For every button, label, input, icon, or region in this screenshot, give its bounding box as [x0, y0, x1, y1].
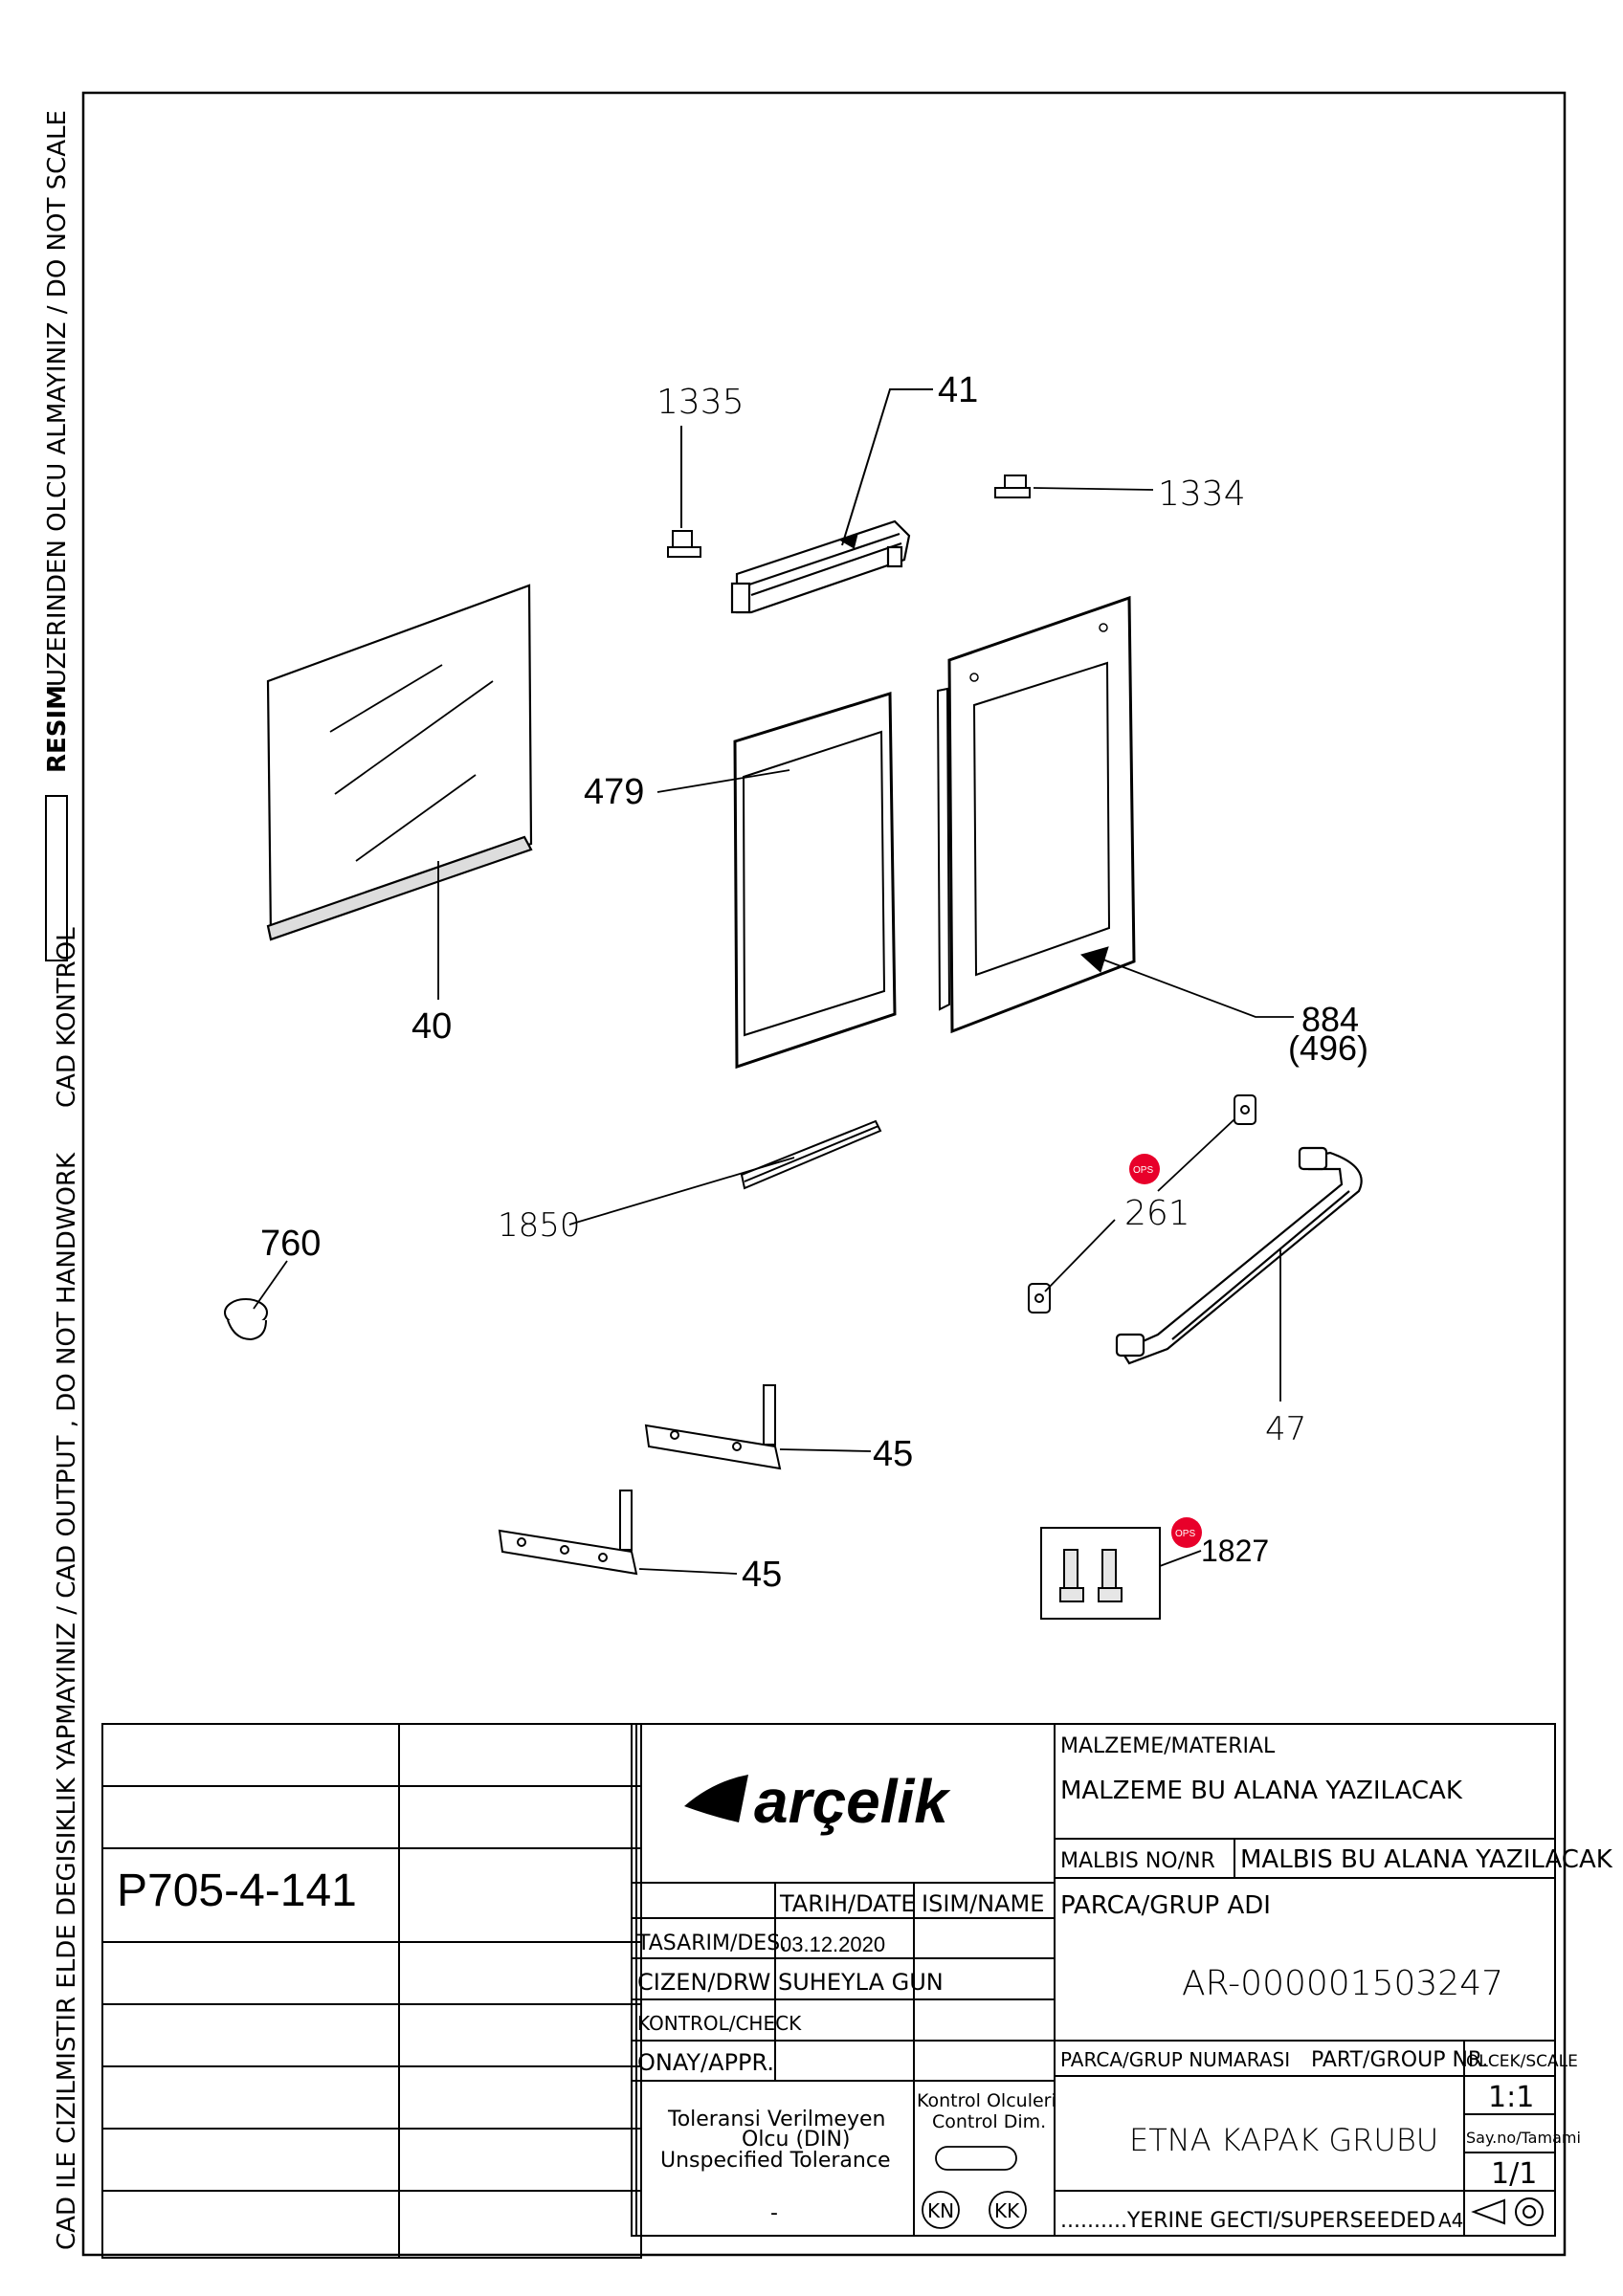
- ops-badge-261: [1129, 1154, 1160, 1184]
- superseded-label: ..........YERINE GECTI/SUPERSEEDED: [1060, 2209, 1435, 2233]
- scale-value: 1:1: [1488, 2081, 1534, 2114]
- cad-kontrol-box: [45, 795, 68, 961]
- leader-1827: [1159, 1550, 1202, 1567]
- check-label: KONTROL/CHECK: [637, 2012, 802, 2035]
- callout-1334: 1334: [1158, 475, 1246, 514]
- cad-output-note: CAD ILE CIZILMISTIR ELDE DEGISIKLIK YAPM…: [53, 1152, 81, 2250]
- callout-1827: 1827: [1201, 1534, 1269, 1568]
- des-date: 03.12.2020: [780, 1932, 885, 1956]
- sheet-value: 1/1: [1491, 2157, 1537, 2191]
- logo-text: arçelik: [754, 1767, 951, 1836]
- leader-884: [1100, 958, 1294, 1018]
- callout-760: 760: [260, 1224, 321, 1264]
- part-1335-clip: [667, 426, 701, 558]
- callout-884: 884: [1301, 1000, 1359, 1039]
- resim-bold-label: RESIM: [43, 685, 72, 773]
- drw-name: SUHEYLA GUN: [778, 1969, 944, 1996]
- part-41-top-trim: [730, 519, 911, 614]
- tolerance-value: -: [770, 2201, 778, 2225]
- callout-496: (496): [1288, 1028, 1368, 1068]
- kk-label: KK: [994, 2199, 1020, 2222]
- title-block-grid: [631, 1723, 1556, 2237]
- leader-760: [253, 1260, 288, 1310]
- callout-479: 479: [584, 772, 644, 812]
- ops-badge-1827-label: OPS: [1175, 1529, 1195, 1539]
- part-1827-screw-pack: [1040, 1527, 1161, 1620]
- part-47-handle: [1115, 1146, 1363, 1365]
- material-label: MALZEME/MATERIAL: [1060, 1734, 1276, 1758]
- part-760-bumper: [224, 1298, 268, 1341]
- appr-label: ONAY/APPR.: [637, 2049, 774, 2076]
- paper-size: A4: [1438, 2209, 1463, 2232]
- part-479-middle-glass: [733, 691, 897, 1070]
- drawing-border: [81, 91, 1567, 2257]
- leader-261-upper: [1157, 1118, 1235, 1192]
- ops-badge-261-label: OPS: [1133, 1165, 1153, 1176]
- malbis-value: MALBIS BU ALANA YAZILACAK: [1240, 1845, 1613, 1874]
- do-not-scale-note: UZERINDEN OLCU ALMAYINIZ / DO NOT SCALE: [43, 110, 72, 687]
- part-1334-bracket: [994, 475, 1031, 498]
- control-line-1: Kontrol Olculeri: [917, 2090, 1056, 2111]
- scale-label: OLCEK/SCALE: [1466, 2052, 1578, 2071]
- part-1850-strip: [740, 1119, 882, 1190]
- sheet-label: Say.no/Tamami: [1466, 2129, 1581, 2147]
- leader-1850: [568, 1157, 795, 1225]
- drawing-code: P705-4-141: [117, 1866, 357, 1916]
- leader-45-upper: [779, 1448, 872, 1452]
- control-dim-oval-icon: [935, 2146, 1017, 2171]
- malbis-label: MALBIS NO/NR: [1060, 1849, 1215, 1873]
- leader-45-lower: [638, 1568, 738, 1575]
- callout-47: 47: [1265, 1410, 1306, 1448]
- leader-41: [841, 388, 933, 546]
- kn-circle-icon: [922, 2191, 960, 2229]
- part-40-outer-glass: [266, 584, 533, 941]
- control-line-2: Control Dim.: [932, 2111, 1046, 2132]
- callout-1335: 1335: [656, 383, 745, 422]
- date-header: TARIH/DATE: [779, 1890, 916, 1917]
- name-header: ISIM/NAME: [922, 1890, 1044, 1917]
- projection-symbol-icon: [1471, 2197, 1544, 2226]
- tolerance-line-3: Unspecified Tolerance: [660, 2149, 890, 2173]
- part-45-hinge-upper: [644, 1384, 782, 1470]
- material-value: MALZEME BU ALANA YAZILACAK: [1060, 1777, 1463, 1805]
- drw-label: CIZEN/DRW: [637, 1969, 770, 1996]
- callout-1850: 1850: [498, 1206, 581, 1245]
- leader-479: [656, 769, 790, 793]
- callout-45-upper: 45: [873, 1434, 913, 1474]
- part-number-value: ETNA KAPAK GRUBU: [1129, 2122, 1438, 2158]
- part-number-label-en: PART/GROUP NR.: [1311, 2048, 1488, 2072]
- part-name-label: PARCA/GRUP ADI: [1060, 1891, 1271, 1920]
- revision-table: [101, 1723, 642, 2259]
- callout-45-lower: 45: [742, 1555, 782, 1595]
- des-label: TASARIM/DES.: [636, 1932, 787, 1955]
- part-261-end-caps: [1028, 1094, 1256, 1314]
- callout-40: 40: [411, 1006, 452, 1047]
- arcelik-logo: arçelik: [684, 1767, 951, 1836]
- leader-1334: [1033, 487, 1154, 491]
- tolerance-line-1: Toleransi Verilmeyen: [667, 2108, 885, 2131]
- part-name-value: AR-000001503247: [1182, 1964, 1503, 2003]
- callout-41: 41: [938, 370, 978, 410]
- kk-circle-icon: [989, 2191, 1027, 2229]
- callout-261: 261: [1124, 1194, 1190, 1233]
- part-884-inner-glass: [936, 595, 1136, 1034]
- kn-label: KN: [927, 2199, 954, 2222]
- part-number-label: PARCA/GRUP NUMARASI: [1060, 2048, 1290, 2071]
- logo-mark-icon: [684, 1775, 748, 1822]
- leader-261-lower: [1044, 1219, 1116, 1292]
- tolerance-line-2: Olcu (DIN): [742, 2128, 851, 2152]
- part-45-hinge-lower: [498, 1490, 638, 1576]
- ops-badge-1827: [1171, 1517, 1202, 1548]
